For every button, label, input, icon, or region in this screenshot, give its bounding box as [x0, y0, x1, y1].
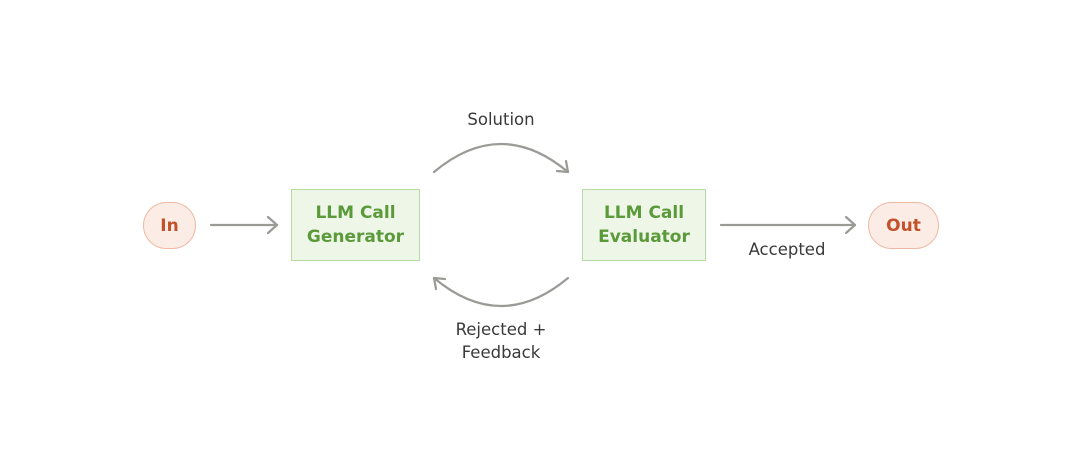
evaluator-line2: Evaluator: [598, 227, 690, 247]
generator-line2: Generator: [306, 227, 405, 247]
solution-label: Solution: [467, 110, 535, 129]
arrow-in-to-generator: [209, 215, 279, 235]
feedback-label-line1: Rejected +: [455, 320, 547, 339]
evaluator-node: LLM Call Evaluator: [582, 189, 706, 261]
feedback-label-line2: Feedback: [461, 343, 541, 362]
arrow-solution: [432, 143, 570, 174]
feedback-label: Rejected + Feedback: [431, 318, 571, 364]
arrow-accepted: [719, 215, 857, 235]
accepted-label: Accepted: [748, 240, 826, 259]
evaluator-line1: LLM Call: [603, 203, 685, 223]
arrow-feedback: [432, 276, 570, 307]
output-terminal: Out: [868, 202, 939, 249]
output-label: Out: [886, 215, 921, 236]
input-terminal: In: [143, 202, 196, 249]
generator-node: LLM Call Generator: [291, 189, 420, 261]
generator-line1: LLM Call: [315, 203, 396, 223]
input-label: In: [160, 215, 179, 236]
